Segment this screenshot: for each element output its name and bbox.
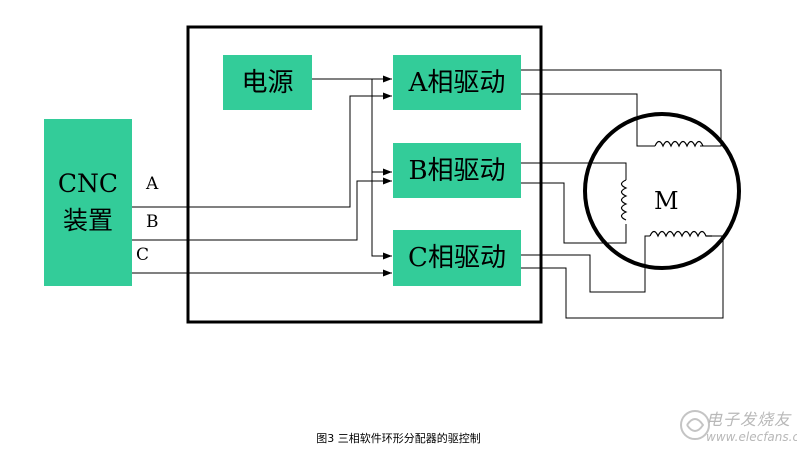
watermark: 电子发烧友 www.elecfans.com [676, 404, 797, 452]
signal-b-label: B [146, 212, 159, 232]
power-to-c-wire [371, 172, 392, 260]
signal-b-wire [132, 177, 392, 241]
cnc-label-line1: CNC [57, 169, 119, 199]
signal-c-label: C [136, 245, 150, 265]
power-supply-box: 电源 [223, 55, 312, 110]
coil-a-icon [654, 140, 704, 148]
controller-enclosure [186, 25, 543, 324]
phase-a-out-wire-1 [521, 69, 722, 147]
figure-caption: 图3 三相软件环形分配器的驱控制 [316, 432, 481, 445]
phase-c-out-wire-1 [521, 235, 650, 293]
watermark-title: 电子发烧友 [706, 410, 792, 429]
signal-a-wire [132, 92, 392, 208]
phase-b-driver-box: B相驱动 [393, 143, 521, 198]
watermark-logo-icon [680, 410, 710, 440]
phase-c-driver-box: C相驱动 [393, 230, 521, 286]
phase-c-out-wire-2 [521, 235, 724, 319]
motor-label: M [654, 187, 679, 215]
motor-circle [583, 112, 741, 270]
watermark-url: www.elecfans.com [706, 430, 797, 444]
coil-b-icon [620, 179, 628, 221]
cnc-device-box: CNC 装置 [44, 119, 132, 286]
coil-c-icon [649, 230, 712, 238]
phase-b-out-wire-1 [521, 162, 627, 180]
signal-a-label: A [146, 174, 159, 194]
phase-b-out-wire-2 [521, 182, 627, 244]
phase-a-driver-box: A相驱动 [393, 55, 521, 110]
cnc-label-line2: 装置 [62, 205, 113, 235]
power-bus-wire [371, 79, 392, 176]
phase-a-out-wire-2 [521, 93, 655, 147]
